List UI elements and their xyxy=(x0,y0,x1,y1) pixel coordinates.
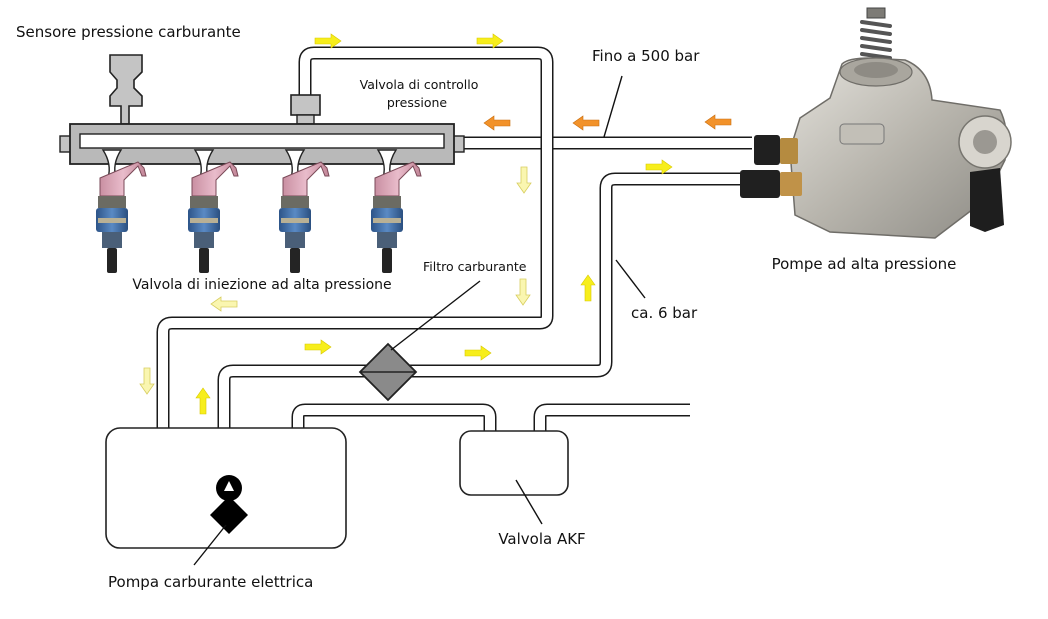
flow-arrow-up-icon xyxy=(195,387,211,415)
high-pressure-pump xyxy=(740,7,1012,239)
labels: Sensore pressione carburante Valvola di … xyxy=(16,23,956,591)
flow-arrow-left-icon xyxy=(483,115,511,131)
flow-arrow-right-icon xyxy=(314,33,342,49)
flow-arrows xyxy=(139,33,732,415)
injectors-label: Valvola di iniezione ad alta pressione xyxy=(132,277,391,293)
flow-arrow-right-icon xyxy=(476,33,504,49)
injectors xyxy=(96,149,422,273)
flow-arrow-right-icon xyxy=(304,339,332,355)
flow-arrow-up-icon xyxy=(580,274,596,302)
sensor-label: Sensore pressione carburante xyxy=(16,23,241,41)
akf-valve-label: Valvola AKF xyxy=(498,530,585,548)
control-valve-label-line2: pressione xyxy=(387,95,448,110)
flow-arrow-down-icon xyxy=(139,367,155,395)
flow-arrow-down-icon xyxy=(516,166,532,194)
flow-arrow-left-icon xyxy=(704,114,732,130)
high-pressure-note: Fino a 500 bar xyxy=(592,47,700,65)
control-valve-label: Valvola di controllo xyxy=(360,77,479,92)
injector xyxy=(279,149,330,273)
flow-arrow-down-icon xyxy=(515,278,531,306)
pressure-sensor xyxy=(109,54,143,125)
flow-arrow-right-icon xyxy=(645,159,673,175)
akf-valve xyxy=(459,430,569,496)
pump-label: Pompe ad alta pressione xyxy=(772,255,957,273)
filter-label: Filtro carburante xyxy=(423,259,527,274)
fuel-lines xyxy=(156,46,752,431)
rail-channel xyxy=(79,133,445,149)
electric-pump-label: Pompa carburante elettrica xyxy=(108,573,313,591)
injector xyxy=(371,149,422,273)
electric-fuel-pump xyxy=(210,475,248,534)
pressure-control-valve xyxy=(290,94,321,116)
low-pressure-note: ca. 6 bar xyxy=(631,304,698,322)
injector xyxy=(188,149,239,273)
leader-lines xyxy=(193,75,646,566)
flow-arrow-right-icon xyxy=(464,345,492,361)
flow-arrow-left-icon xyxy=(572,115,600,131)
flow-arrow-left-icon xyxy=(210,296,238,312)
injector xyxy=(96,149,147,273)
fuel-rail xyxy=(59,54,465,165)
